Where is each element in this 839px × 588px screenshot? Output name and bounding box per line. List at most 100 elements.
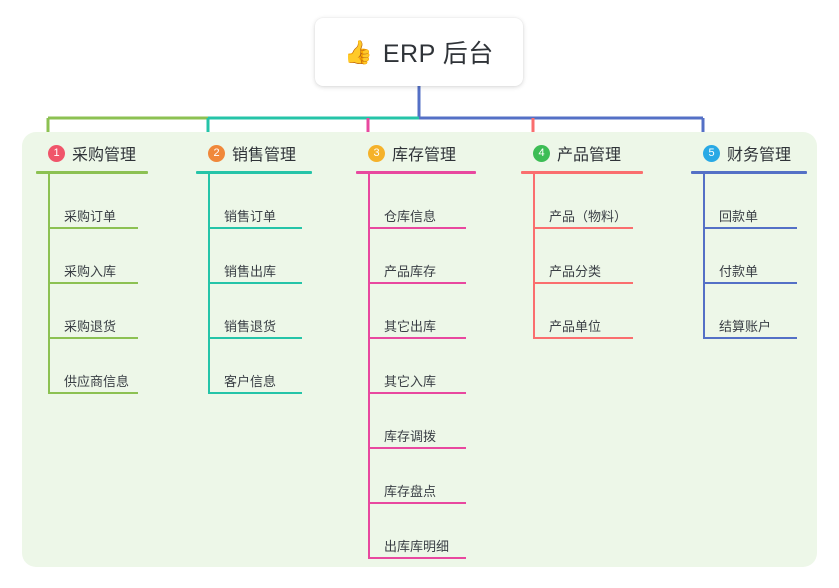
- leaf-node-underline: [48, 337, 138, 339]
- leaf-node[interactable]: 产品库存: [356, 229, 476, 284]
- leaf-node-label: 采购订单: [64, 209, 117, 224]
- branch-column-3: 3 库存管理仓库信息产品库存其它出库其它入库库存调拨库存盘点出库库明细: [356, 140, 476, 559]
- leaf-node-label: 产品分类: [549, 264, 602, 279]
- leaf-node-label: 结算账户: [719, 319, 772, 334]
- leaf-node[interactable]: 客户信息: [196, 339, 312, 394]
- leaf-node-label: 销售订单: [224, 209, 277, 224]
- leaf-node-label: 库存盘点: [384, 484, 437, 499]
- leaf-node[interactable]: 付款单: [691, 229, 807, 284]
- leaf-node[interactable]: 采购入库: [36, 229, 148, 284]
- branch-underline: [521, 171, 643, 174]
- leaf-node[interactable]: 产品单位: [521, 284, 643, 339]
- branch-index-badge: 5: [703, 144, 720, 162]
- leaf-node-label: 回款单: [719, 209, 759, 224]
- leaf-node[interactable]: 出库库明细: [356, 504, 476, 559]
- leaf-node[interactable]: 其它出库: [356, 284, 476, 339]
- branch-underline: [356, 171, 476, 174]
- leaf-node-underline: [368, 557, 466, 559]
- root-node[interactable]: 👍 ERP 后台: [315, 18, 523, 86]
- root-node-label: ERP 后台: [382, 40, 494, 68]
- branch-index-badge: 2: [208, 144, 225, 162]
- leaf-node[interactable]: 销售出库: [196, 229, 312, 284]
- branch-underline: [196, 171, 312, 174]
- leaf-node[interactable]: 库存盘点: [356, 449, 476, 504]
- branch-underline: [691, 171, 807, 174]
- leaf-node-underline: [533, 337, 633, 339]
- branch-column-5: 5 财务管理回款单付款单结算账户: [691, 140, 807, 339]
- branch-title: 库存管理: [392, 147, 457, 164]
- leaf-node-underline: [368, 337, 466, 339]
- leaf-node-underline: [703, 337, 797, 339]
- leaf-node-label: 供应商信息: [64, 374, 130, 389]
- leaf-node[interactable]: 其它入库: [356, 339, 476, 394]
- leaf-node-label: 产品库存: [384, 264, 437, 279]
- branch-column-1: 1 采购管理采购订单采购入库采购退货供应商信息: [36, 140, 148, 394]
- thumbs-up-icon: 👍: [344, 38, 373, 65]
- leaf-node[interactable]: 采购订单: [36, 174, 148, 229]
- leaf-node-label: 库存调拨: [384, 429, 437, 444]
- branch-index-badge: 3: [368, 144, 385, 162]
- leaf-node[interactable]: 库存调拨: [356, 394, 476, 449]
- leaf-node-underline: [48, 282, 138, 284]
- branch-children: 销售订单销售出库销售退货客户信息: [196, 174, 312, 394]
- leaf-node-label: 付款单: [719, 264, 759, 279]
- leaf-node-label: 其它出库: [384, 319, 437, 334]
- branches-panel: [22, 132, 817, 567]
- branch-vertical-line: [368, 174, 370, 559]
- branch-vertical-line: [208, 174, 210, 394]
- leaf-node-underline: [533, 227, 633, 229]
- branch-title: 采购管理: [72, 147, 137, 164]
- branch-header-5[interactable]: 5 财务管理: [691, 140, 807, 166]
- leaf-node-underline: [368, 282, 466, 284]
- leaf-node-underline: [208, 227, 302, 229]
- leaf-node-label: 采购入库: [64, 264, 117, 279]
- leaf-node-underline: [703, 227, 797, 229]
- leaf-node-underline: [533, 282, 633, 284]
- leaf-node[interactable]: 产品（物料）: [521, 174, 643, 229]
- leaf-node-label: 其它入库: [384, 374, 437, 389]
- leaf-node-label: 出库库明细: [384, 539, 450, 554]
- branch-header-3[interactable]: 3 库存管理: [356, 140, 476, 166]
- leaf-node-underline: [703, 282, 797, 284]
- leaf-node[interactable]: 销售退货: [196, 284, 312, 339]
- branch-header-1[interactable]: 1 采购管理: [36, 140, 148, 166]
- leaf-node-underline: [208, 392, 302, 394]
- leaf-node-label: 产品单位: [549, 319, 602, 334]
- leaf-node[interactable]: 采购退货: [36, 284, 148, 339]
- leaf-node[interactable]: 回款单: [691, 174, 807, 229]
- leaf-node-label: 产品（物料）: [549, 209, 628, 224]
- leaf-node[interactable]: 销售订单: [196, 174, 312, 229]
- leaf-node-underline: [48, 392, 138, 394]
- leaf-node[interactable]: 供应商信息: [36, 339, 148, 394]
- leaf-node-underline: [208, 282, 302, 284]
- branch-title: 财务管理: [727, 147, 792, 164]
- branch-vertical-line: [48, 174, 50, 394]
- branch-header-4[interactable]: 4 产品管理: [521, 140, 643, 166]
- leaf-node[interactable]: 仓库信息: [356, 174, 476, 229]
- branch-underline: [36, 171, 148, 174]
- branch-children: 产品（物料） 产品分类产品单位: [521, 174, 643, 339]
- leaf-node-label: 销售出库: [224, 264, 277, 279]
- leaf-node-underline: [368, 227, 466, 229]
- leaf-node-label: 销售退货: [224, 319, 277, 334]
- branch-title: 产品管理: [557, 147, 622, 164]
- branch-index-badge: 1: [48, 144, 65, 162]
- leaf-node-label: 仓库信息: [384, 209, 437, 224]
- branch-vertical-line: [703, 174, 705, 339]
- leaf-node-underline: [368, 447, 466, 449]
- branch-index-badge: 4: [533, 144, 550, 162]
- leaf-node-underline: [368, 502, 466, 504]
- branch-children: 仓库信息产品库存其它出库其它入库库存调拨库存盘点出库库明细: [356, 174, 476, 559]
- leaf-node[interactable]: 产品分类: [521, 229, 643, 284]
- leaf-node-underline: [208, 337, 302, 339]
- leaf-node-underline: [368, 392, 466, 394]
- leaf-node-label: 客户信息: [224, 374, 277, 389]
- leaf-node-label: 采购退货: [64, 319, 117, 334]
- branch-children: 回款单付款单结算账户: [691, 174, 807, 339]
- leaf-node-underline: [48, 227, 138, 229]
- branch-column-4: 4 产品管理产品（物料） 产品分类产品单位: [521, 140, 643, 339]
- leaf-node[interactable]: 结算账户: [691, 284, 807, 339]
